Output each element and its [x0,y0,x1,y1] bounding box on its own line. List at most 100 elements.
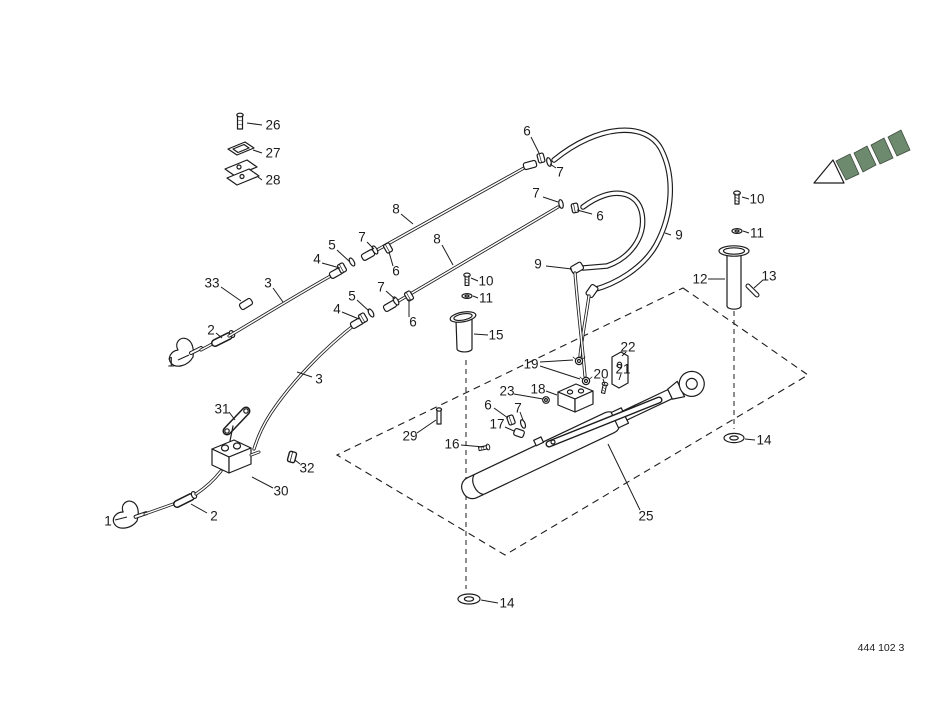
lever-plate-art [545,396,663,448]
washer-14-bottom [457,593,481,605]
callout-14: 14 [499,596,515,611]
upper-control-cable-art [167,159,538,369]
callout-leader-10 [741,196,750,200]
callout-20: 20 [593,367,608,382]
callout-33: 33 [204,276,219,291]
callout-leader-3 [296,371,313,378]
callout-leader-7 [519,411,524,421]
callout-14: 14 [756,433,772,448]
callout-leader-2 [190,503,208,514]
callout-leader-29 [416,419,437,434]
callout-leader-8 [441,244,454,266]
callout-8: 8 [392,202,400,217]
callout-leader-32 [294,459,301,465]
callout-6: 6 [409,315,417,330]
callout-leader-6 [530,136,540,154]
callout-leader-6 [493,407,509,419]
callout-leader-7 [366,241,375,250]
callout-leader-7 [542,196,559,203]
callout-leader-31 [228,411,236,421]
center-pin-art [449,272,477,353]
callout-4: 4 [313,252,321,267]
callout-5: 5 [348,289,356,304]
callout-2: 2 [207,323,215,338]
callout-leader-20 [602,378,606,386]
callout-7: 7 [556,165,564,180]
callout-15: 15 [488,328,503,343]
callout-4: 4 [333,302,341,317]
callout-30: 30 [273,484,288,499]
callout-leader-15 [473,333,489,336]
callout-leader-6 [576,209,593,215]
callout-25: 25 [638,509,653,524]
callout-leader-21 [618,373,622,381]
callout-6: 6 [523,124,531,139]
callout-10: 10 [749,192,764,207]
callout-leader-11 [742,230,750,234]
callout-17: 17 [489,417,504,432]
callout-leader-1 [177,354,190,361]
callout-leader-33 [220,286,242,302]
callout-7: 7 [377,280,385,295]
callout-8: 8 [433,232,441,247]
callout-10: 10 [478,274,493,289]
callout-leader-19 [539,365,581,380]
callout-11: 11 [750,226,764,241]
callout-leader-23 [513,393,544,400]
callout-leader-18 [545,390,558,396]
callout-28: 28 [265,173,280,188]
callout-leader-9 [664,232,672,236]
callout-3: 3 [264,276,272,291]
callout-leader-11 [472,295,479,299]
callout-29: 29 [402,429,417,444]
callout-leader-14 [480,599,499,604]
callout-leader-22 [621,351,627,357]
washer-14-right [723,432,745,444]
callout-21: 21 [615,362,630,377]
callout-16: 16 [444,437,459,452]
callout-leader-2 [215,332,223,339]
callout-leader-17 [504,426,515,432]
callout-12: 12 [692,272,707,287]
callout-7: 7 [358,230,366,245]
callout-leader-9 [545,265,573,270]
callout-13: 13 [761,269,776,284]
callout-leader-30 [251,476,274,489]
callout-3: 3 [315,372,323,387]
callout-2: 2 [210,509,218,524]
callout-leader-26 [246,122,263,126]
callout-6: 6 [392,264,400,279]
callout-5: 5 [328,238,336,253]
callout-31: 31 [214,402,229,417]
callout-leader-8 [400,213,414,225]
callout-27: 27 [265,146,280,161]
callout-leader-16 [460,444,485,448]
callout-23: 23 [499,384,514,399]
callout-leader-4 [341,311,360,320]
callout-leader-19 [539,359,574,363]
callout-22: 22 [620,340,635,355]
callout-7: 7 [514,401,522,416]
callout-leader-13 [753,279,764,289]
callout-leader-14 [744,438,756,441]
callout-leader-10 [470,277,479,282]
callout-19: 19 [523,357,538,372]
callout-18: 18 [530,382,545,397]
callout-9: 9 [534,257,542,272]
callout-11: 11 [479,291,493,306]
valve-block-art [435,351,629,453]
callout-leader-5 [356,299,370,312]
callout-1: 1 [167,355,175,370]
direction-arrow-icon [813,129,911,184]
callout-leader-7 [549,163,557,169]
callout-leader-28 [257,176,263,181]
callout-1: 1 [104,514,112,529]
callout-leader-6 [388,251,394,267]
clamp-assembly-art [224,112,260,186]
right-pin-art [718,190,760,310]
callout-32: 32 [299,461,314,476]
callout-leader-7 [385,290,396,300]
